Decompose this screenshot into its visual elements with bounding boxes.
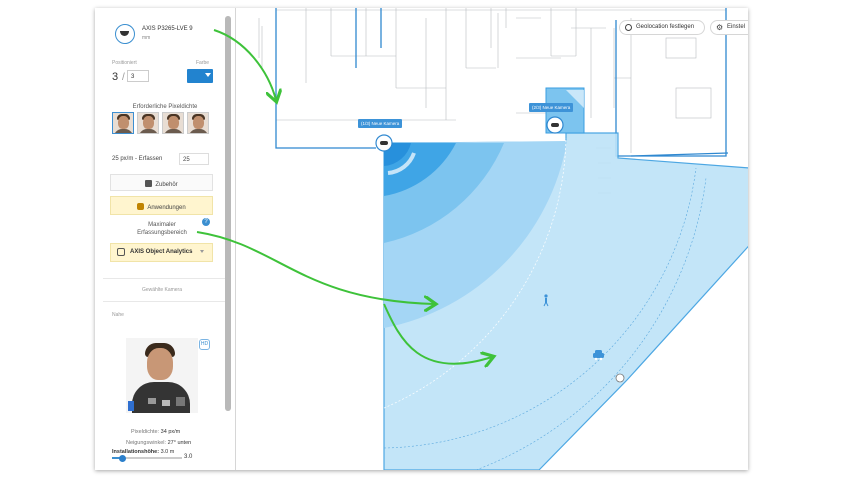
position-current: 3 xyxy=(112,71,119,83)
height-info: Installationshöhe: 3.0 m xyxy=(112,449,175,455)
proximity-label: Nahe xyxy=(112,312,124,318)
settings-button[interactable]: ⚙Einstel xyxy=(710,20,748,35)
tilt-info: Neigungswinkel: 27° unten xyxy=(126,440,192,446)
face-option-2[interactable] xyxy=(137,112,159,134)
chosen-camera-label: Gewählte Kamera xyxy=(141,287,183,293)
applications-label: Anwendungen xyxy=(147,205,186,211)
max-detection-line1: Maximaler xyxy=(148,222,176,228)
coverage-resize-handle xyxy=(615,373,625,383)
height-value: 3.0 m xyxy=(160,449,175,455)
floor-plan-walls xyxy=(258,8,726,194)
help-icon[interactable]: ? xyxy=(202,218,210,226)
face-option-3[interactable] xyxy=(162,112,184,134)
accessories-icon xyxy=(145,180,153,187)
camera-model-name: AXIS P3265-LVE 9 xyxy=(142,26,193,32)
analytics-dropdown[interactable]: AXIS Object Analytics xyxy=(110,243,213,262)
height-slider-handle[interactable] xyxy=(119,455,126,462)
face-option-1[interactable] xyxy=(112,112,134,134)
coverage-area xyxy=(383,87,748,470)
camera-icon[interactable] xyxy=(115,24,135,44)
face-option-4[interactable] xyxy=(187,112,209,134)
globe-icon xyxy=(625,24,632,31)
max-detection-line2: Erfassungsbereich xyxy=(137,230,187,236)
chevron-down-icon xyxy=(200,250,204,253)
target-icons xyxy=(543,294,604,361)
divider xyxy=(103,301,225,302)
height-slider-value: 3.0 xyxy=(184,454,193,460)
camera-label-1[interactable]: (1/3) Neue Kamera xyxy=(358,119,403,128)
camera-markers[interactable] xyxy=(375,116,564,152)
app-window: AXIS P3265-LVE 9 mm Positioniert Farbe 3… xyxy=(95,8,748,470)
camera-model-sub: mm xyxy=(142,35,151,41)
gear-icon: ⚙ xyxy=(716,23,724,32)
pixel-density-title: Erforderliche Pixeldichte xyxy=(132,104,198,110)
analytics-label: AXIS Object Analytics xyxy=(130,249,193,255)
max-detection-label: Maximaler Erfassungsbereich xyxy=(95,221,229,237)
accessories-button[interactable]: Zubehör xyxy=(110,174,213,191)
color-picker-button[interactable] xyxy=(187,69,213,83)
position-label: Positioniert xyxy=(112,60,137,66)
applications-button[interactable]: Anwendungen xyxy=(110,196,213,215)
panel-scrollbar-thumb[interactable] xyxy=(225,16,231,411)
hd-icon[interactable]: HD xyxy=(199,339,210,350)
floor-plan-map[interactable]: (1/3) Neue Kamera (2/3) Neue Kamera Geol… xyxy=(236,8,748,470)
position-total-input[interactable]: 3 xyxy=(127,70,149,82)
preview-photo xyxy=(126,338,198,413)
camera-label-2[interactable]: (2/3) Neue Kamera xyxy=(529,103,574,112)
ppm-value-input[interactable]: 25 xyxy=(179,153,209,165)
position-slash: / xyxy=(122,72,125,83)
divider xyxy=(103,278,225,279)
pixel-density-value: 34 px/m xyxy=(160,429,181,435)
tilt-value: 27° unten xyxy=(167,440,192,446)
car-icon xyxy=(593,350,604,361)
geolocation-label: Geolocation festlegen xyxy=(636,24,695,30)
ppm-mode-text: 25 px/m - Erfassen xyxy=(112,156,163,162)
geolocation-button[interactable]: Geolocation festlegen xyxy=(619,20,705,35)
accessories-label: Zubehör xyxy=(155,182,178,188)
camera-settings-panel: AXIS P3265-LVE 9 mm Positioniert Farbe 3… xyxy=(95,8,236,470)
panel-scrollbar[interactable] xyxy=(225,16,231,411)
puzzle-icon xyxy=(137,203,145,210)
height-slider-track[interactable] xyxy=(112,457,182,459)
settings-label: Einstel xyxy=(727,24,746,30)
color-label: Farbe xyxy=(196,60,210,66)
person-icon xyxy=(543,294,549,307)
analytics-icon xyxy=(117,248,125,256)
pixel-density-faces xyxy=(112,112,212,136)
floor-plan-canvas[interactable] xyxy=(236,8,748,470)
pixel-density-info: Pixeldichte: 34 px/m xyxy=(131,429,181,435)
